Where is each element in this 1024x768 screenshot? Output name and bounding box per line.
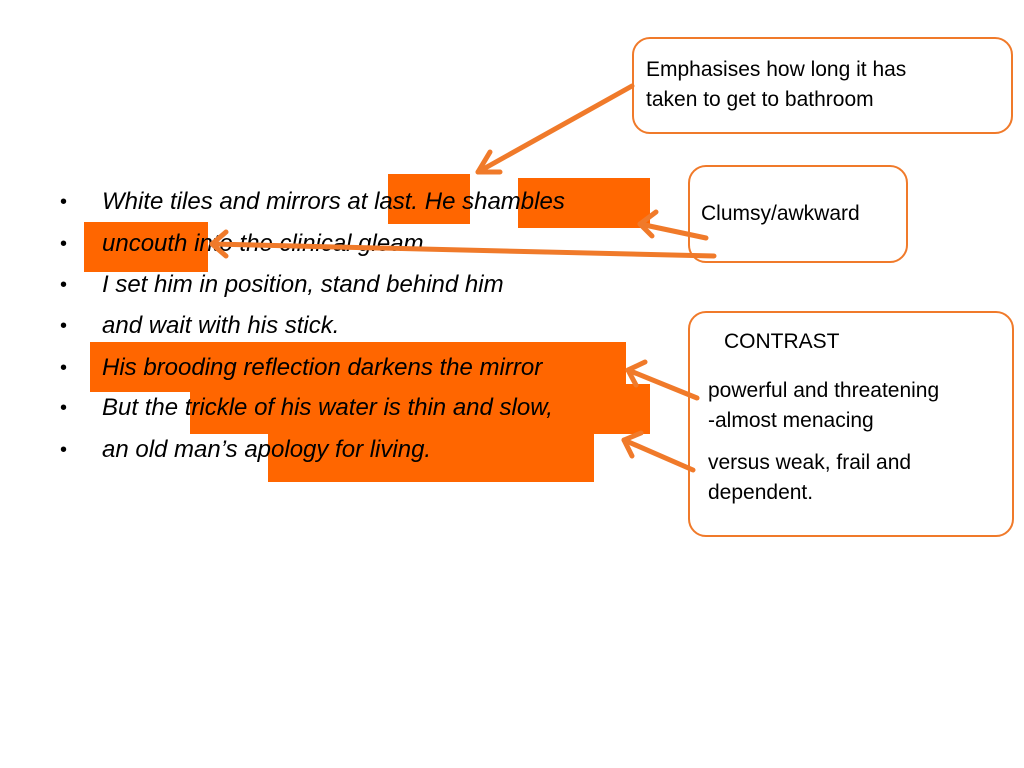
arrow-clumsy-uncouth bbox=[209, 241, 717, 259]
poem-line-6: But the trickle of his water is thin and… bbox=[102, 394, 553, 421]
bullet: • bbox=[60, 191, 68, 213]
arrowhead bbox=[625, 359, 648, 388]
arrowhead bbox=[637, 209, 659, 239]
annotation-box-emphasis: Emphasises how long it has taken to get … bbox=[632, 37, 1013, 134]
annotation-box-contrast: CONTRAST powerful and threatening -almos… bbox=[688, 311, 1014, 537]
highlight-brooding-line bbox=[90, 342, 626, 392]
annotation-text-line: powerful and threatening bbox=[708, 379, 940, 402]
highlight-at-last bbox=[388, 174, 470, 224]
highlight-trickle bbox=[190, 384, 650, 434]
arrow-clumsy-shambles bbox=[637, 221, 709, 241]
annotation-text-line: versus weak, frail and bbox=[708, 451, 912, 474]
annotation-text-line: dependent. bbox=[708, 481, 814, 504]
arrow-contrast-apology bbox=[621, 437, 696, 473]
annotation-text: Clumsy/awkward bbox=[701, 202, 860, 225]
bullet: • bbox=[60, 233, 68, 255]
annotation-text-line: taken to get to bathroom bbox=[646, 88, 874, 111]
poem-line-4: and wait with his stick. bbox=[102, 312, 340, 339]
highlight-apology bbox=[268, 430, 594, 482]
arrowhead bbox=[621, 430, 644, 459]
highlight-uncouth bbox=[84, 222, 208, 272]
bullet: • bbox=[60, 357, 68, 379]
highlight-shambles bbox=[518, 178, 650, 228]
arrow-emphasis bbox=[475, 83, 635, 175]
poem-line-1: White tiles and mirrors at last. He sham… bbox=[102, 188, 565, 215]
bullet: • bbox=[60, 315, 68, 337]
annotation-box-clumsy: Clumsy/awkward bbox=[688, 165, 908, 263]
arrowhead bbox=[475, 149, 503, 175]
poem-line-7: an old man’s apology for living. bbox=[102, 436, 432, 463]
poem-line-5: His brooding reflection darkens the mirr… bbox=[102, 354, 543, 381]
bullet: • bbox=[60, 274, 68, 296]
poem-line-3: I set him in position, stand behind him bbox=[102, 271, 504, 298]
bullet: • bbox=[60, 397, 68, 419]
contrast-title: CONTRAST bbox=[724, 330, 840, 353]
annotation-text-line: -almost menacing bbox=[708, 409, 874, 432]
arrowhead bbox=[209, 229, 229, 259]
annotation-text-line: Emphasises how long it has bbox=[646, 58, 907, 81]
arrow-contrast-brooding bbox=[625, 367, 700, 401]
bullet: • bbox=[60, 439, 68, 461]
